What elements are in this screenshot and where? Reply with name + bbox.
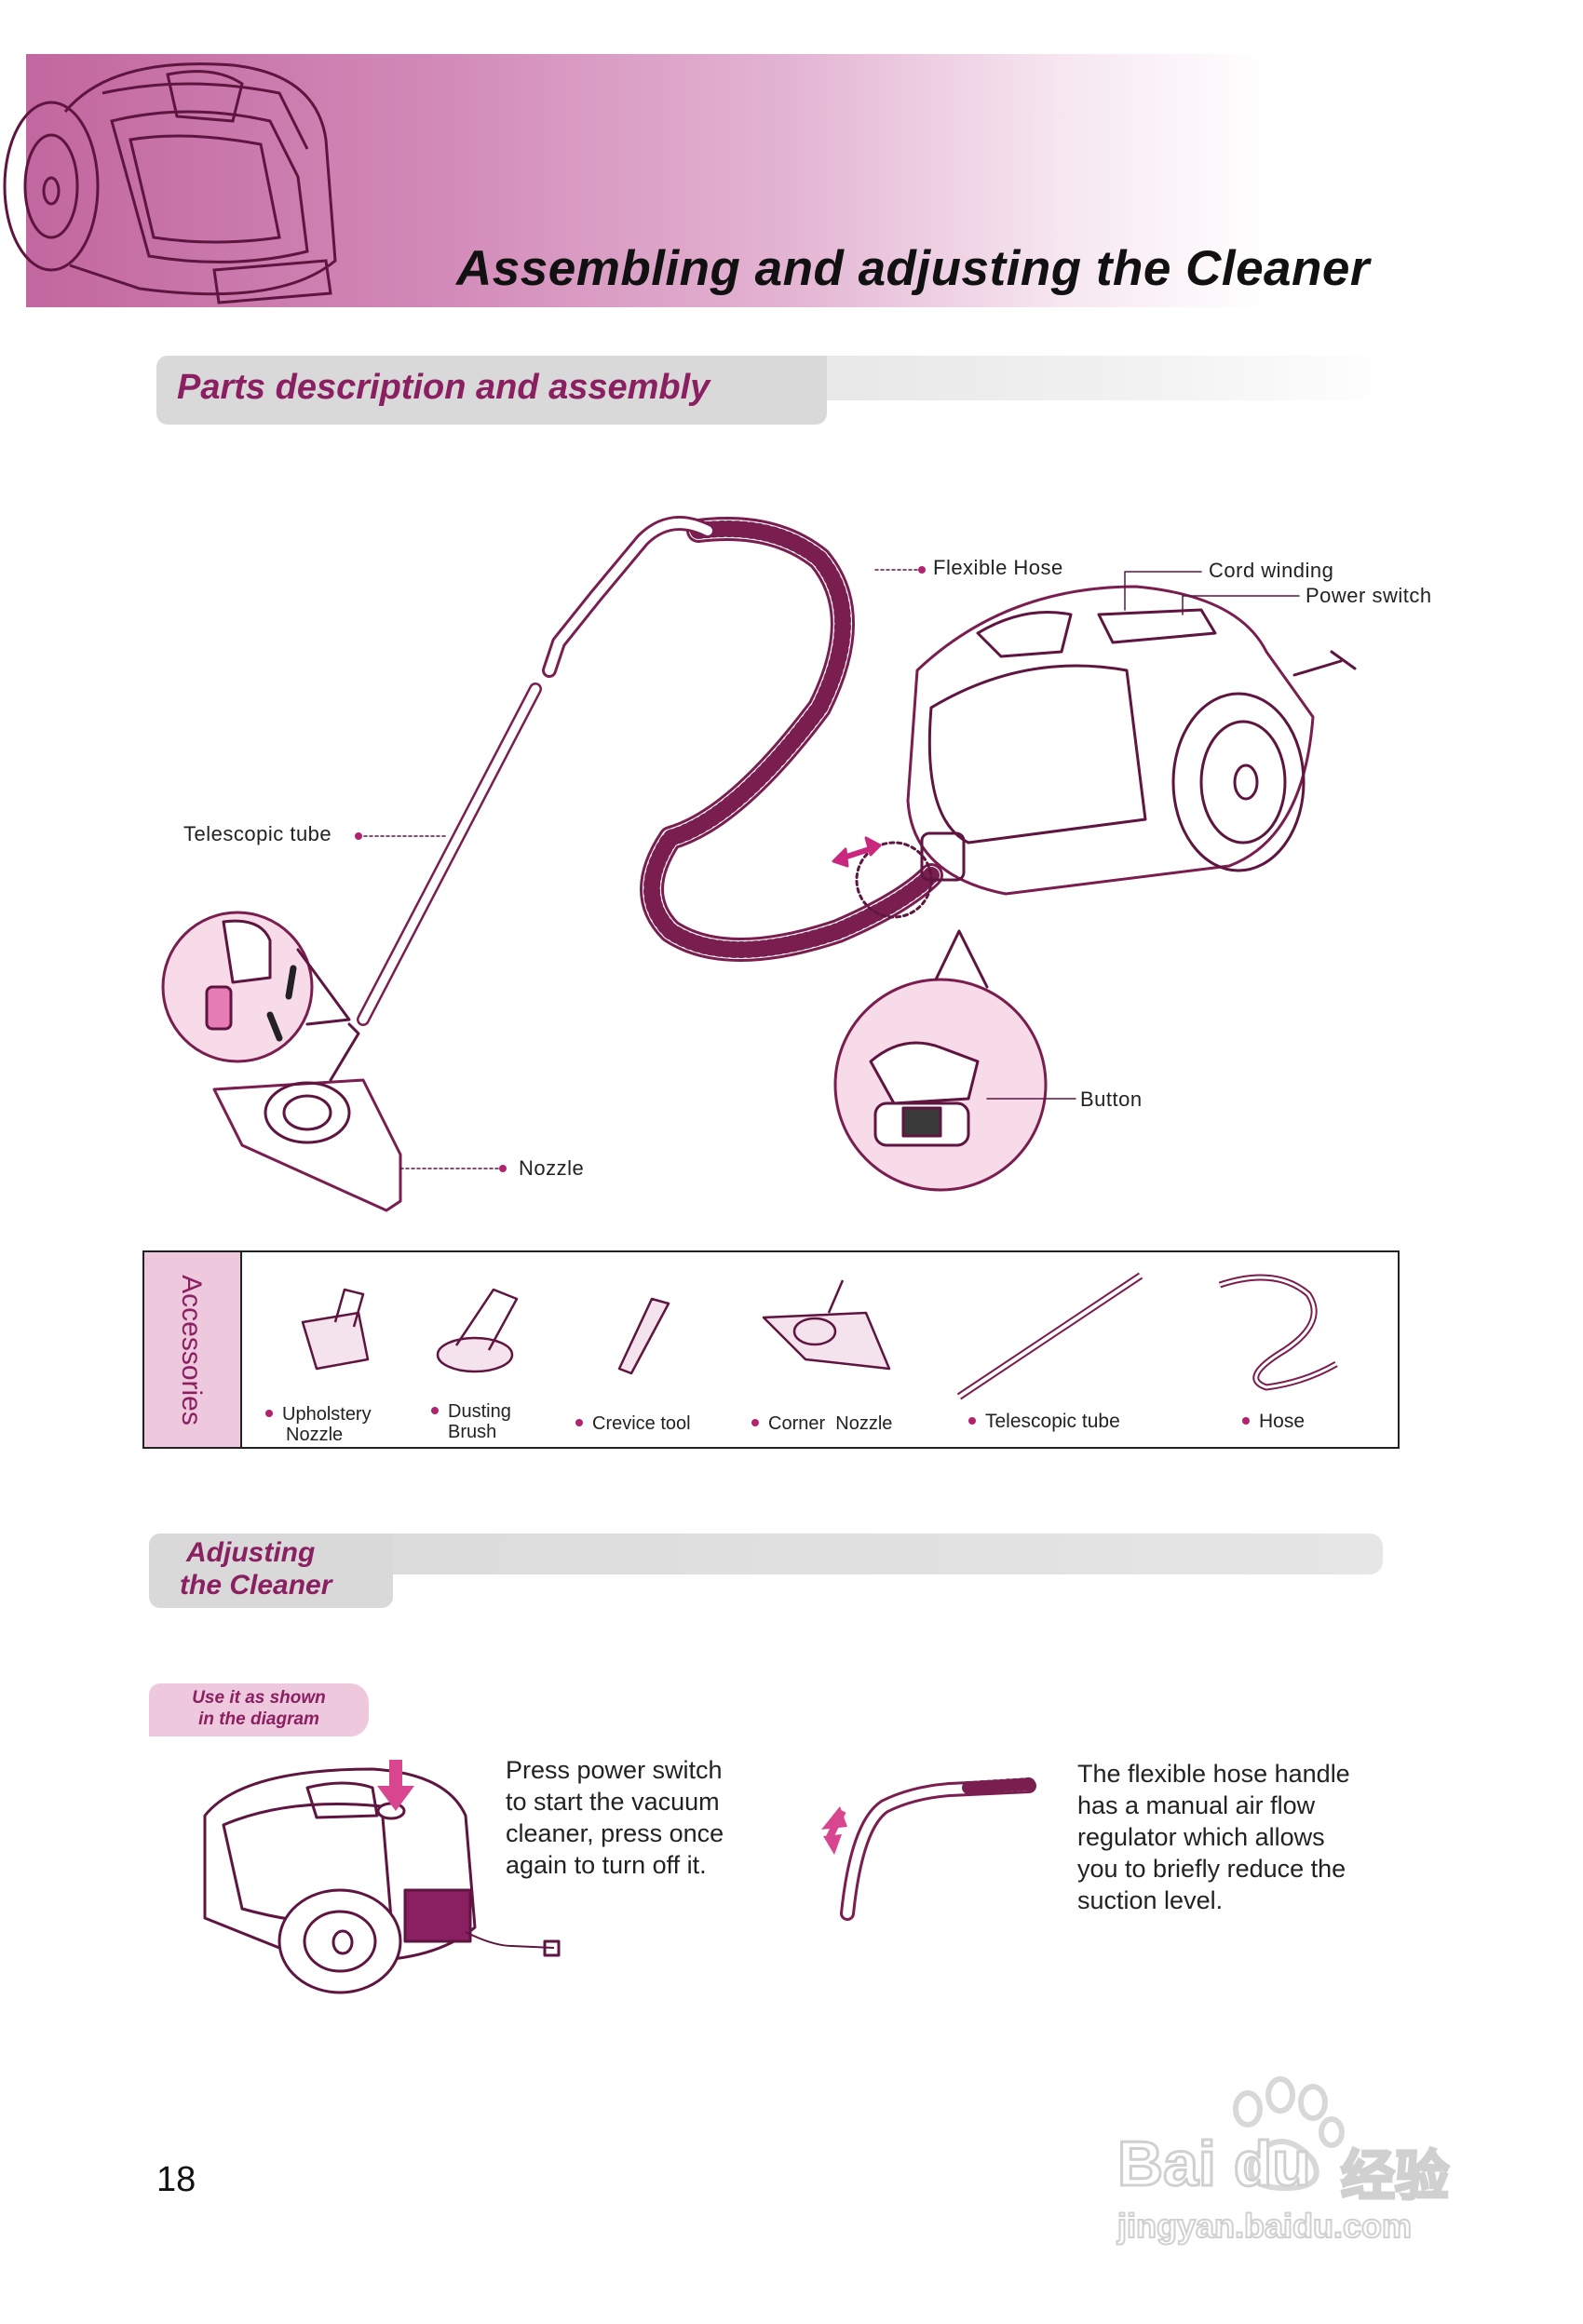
- accessories-side-panel: [144, 1252, 242, 1447]
- watermark-brand: Bai du: [1116, 2128, 1313, 2201]
- hose-handle-instructions: The flexible hose handle has a manual ai…: [1077, 1760, 1350, 1914]
- watermark-cn: 经验: [1339, 2145, 1450, 2209]
- label-power-switch: Power switch: [1306, 584, 1432, 607]
- use-as-shown-tab: [149, 1683, 369, 1736]
- accessories-icons: [301, 1272, 1338, 1400]
- dusting-brush-icon: [436, 1288, 519, 1373]
- header-vacuum-illustration: [3, 62, 337, 304]
- crevice-tool-icon: [617, 1297, 670, 1375]
- parts-diagram: [161, 516, 1357, 1212]
- power-switch-instructions: Press power switch to start the vacuum c…: [506, 1756, 724, 1879]
- label-button: Button: [1080, 1088, 1143, 1111]
- power-switch-illustration: [203, 1760, 561, 1994]
- label-nozzle: Nozzle: [519, 1156, 585, 1180]
- corner-nozzle-icon: [762, 1279, 891, 1371]
- baidu-paw-icon: [1233, 2076, 1345, 2192]
- accessory-hose: Hose: [1242, 1412, 1305, 1432]
- hose-handle-illustration: [821, 1777, 1036, 1921]
- accessory-corner-nozzle: Corner Nozzle: [751, 1413, 892, 1434]
- page-number: 18: [156, 2160, 196, 2199]
- accessories-box: [142, 1250, 1400, 1449]
- label-telescopic-tube: Telescopic tube: [183, 822, 332, 845]
- parts-section-tab: [156, 356, 827, 425]
- adjust-section-title: Adjusting the Cleaner: [180, 1537, 332, 1601]
- accessory-crevice-tool: Crevice tool: [575, 1413, 691, 1434]
- page-title: Assembling and adjusting the Cleaner: [456, 241, 1371, 296]
- hose-icon: [1218, 1274, 1338, 1391]
- accessory-telescopic-tube: Telescopic tube: [968, 1412, 1120, 1432]
- label-flexible-hose: Flexible Hose: [933, 556, 1063, 579]
- upholstery-nozzle-icon: [301, 1288, 370, 1371]
- adjust-section-tab: [149, 1534, 393, 1608]
- telescopic-tube-icon: [956, 1272, 1143, 1400]
- parts-section-title: Parts description and assembly: [177, 368, 710, 407]
- header-band: [26, 54, 1404, 307]
- accessory-dusting-brush: Dusting Brush: [431, 1401, 511, 1442]
- baidu-watermark: Bai du 经验 jingyan.baidu.com: [1113, 2058, 1485, 2246]
- label-cord-winding: Cord winding: [1209, 559, 1334, 582]
- accessory-upholstery-nozzle: Upholstery Nozzle: [265, 1404, 372, 1445]
- watermark-url: jingyan.baidu.com: [1116, 2206, 1413, 2246]
